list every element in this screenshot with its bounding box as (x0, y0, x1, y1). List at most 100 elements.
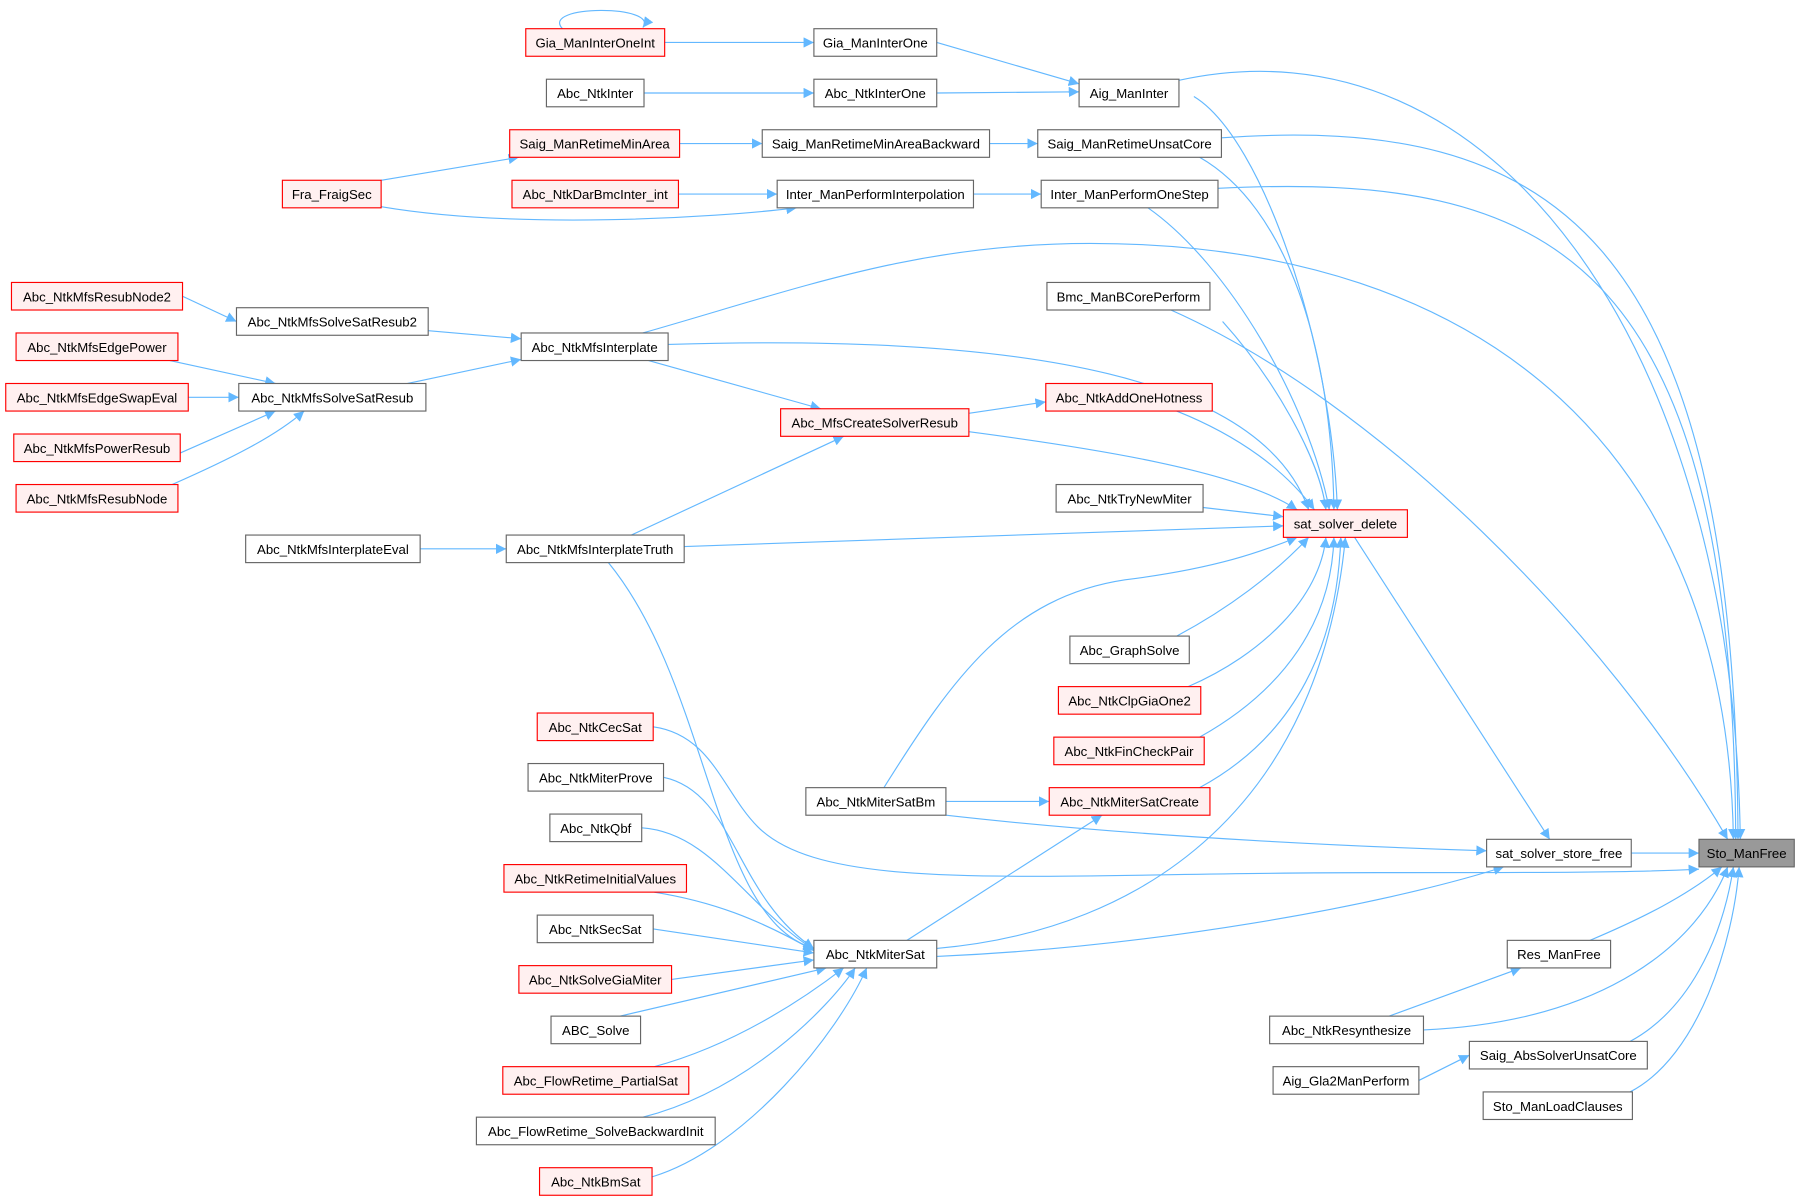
edge-clp-to-ssd (1187, 537, 1331, 688)
node-label: Saig_ManRetimeMinArea (520, 137, 671, 152)
node-box (780, 408, 970, 437)
node-sat-solver-delete[interactable]: sat_solver_delete (1282, 509, 1408, 538)
node-aig-maninter[interactable]: Aig_ManInter (1078, 78, 1180, 108)
node-box (1506, 939, 1612, 969)
node-label: ABC_Solve (562, 1023, 629, 1038)
edge-truth-to-createsolver (631, 435, 844, 536)
node-bmc-manbcoreperform[interactable]: Bmc_ManBCorePerform (1046, 281, 1211, 311)
node-box (505, 534, 685, 564)
node-saig-manretimeunsatcore[interactable]: Saig_ManRetimeUnsatCore (1037, 129, 1223, 158)
edge-mitersat-to-satcreate (906, 814, 1103, 941)
edge-truth-to-mitersat (607, 562, 815, 951)
edge-res-to-sto (1589, 866, 1723, 941)
node-box (805, 787, 947, 816)
node-res-manfree[interactable]: Res_ManFree (1506, 939, 1612, 969)
edge-load-to-sto (1629, 866, 1744, 1093)
node-abc-ntkretimeinitialvalues[interactable]: Abc_NtkRetimeInitialValues (503, 864, 688, 893)
node-abc-ntkmfssolvesatresub[interactable]: Abc_NtkMfsSolveSatResub (238, 382, 427, 412)
node-label: Abc_FlowRetime_PartialSat (514, 1074, 679, 1089)
edge-gla-to-saigabs (1418, 1054, 1470, 1081)
node-abc-ntkmfsedgepower[interactable]: Abc_NtkMfsEdgePower (15, 332, 179, 362)
node-abc-ntksolvegiamiter[interactable]: Abc_NtkSolveGiaMiter (518, 965, 673, 994)
node-abc-ntkmfsinterplatetruth[interactable]: Abc_NtkMfsInterplateTruth (505, 534, 685, 564)
edge-resyn-to-sto (1423, 866, 1729, 1031)
edge-interone-to-aiginter (936, 86, 1080, 98)
node-box (245, 534, 421, 564)
node-abc-ntkmfspowerresub[interactable]: Abc_NtkMfsPowerResub (13, 433, 181, 463)
node-abc-ntkaddonehotness[interactable]: Abc_NtkAddOneHotness (1045, 382, 1213, 412)
node-abc-ntktrynewmiter[interactable]: Abc_NtkTryNewMiter (1055, 483, 1204, 513)
node-box (518, 965, 673, 994)
node-abc-flowretime-partialsat[interactable]: Abc_FlowRetime_PartialSat (502, 1066, 690, 1095)
node-abc-ntksecsat[interactable]: Abc_NtkSecSat (536, 914, 654, 944)
node-abc-ntkfincheckpair[interactable]: Abc_NtkFinCheckPair (1053, 736, 1205, 766)
node-label: Abc_NtkMiterSat (826, 947, 925, 962)
node-inter-manperformonestep[interactable]: Inter_ManPerformOneStep (1040, 179, 1219, 209)
node-abc-ntkmfssolvesatresub2[interactable]: Abc_NtkMfsSolveSatResub2 (235, 307, 429, 336)
node-abc-ntkmfsresubnode2[interactable]: Abc_NtkMfsResubNode2 (10, 281, 184, 311)
node-label: Abc_NtkMfsResubNode2 (23, 289, 171, 304)
node-abc-ntkinterone[interactable]: Abc_NtkInterOne (813, 78, 938, 108)
node-label: Abc_NtkMfsEdgePower (27, 340, 167, 355)
node-label: Aig_Gla2ManPerform (1283, 1074, 1410, 1089)
edge-fraig-to-interp (381, 203, 797, 221)
node-abc-ntkdarbmcinter-int[interactable]: Abc_NtkDarBmcInter_int (511, 179, 680, 209)
node-abc-flowretime-solvebackwardinit[interactable]: Abc_FlowRetime_SolveBackwardInit (475, 1116, 716, 1146)
edge-bmc-to-sto (1170, 309, 1729, 840)
node-sat-solver-store-free[interactable]: sat_solver_store_free (1486, 838, 1632, 868)
edge-fraig-to-minarea (381, 153, 519, 181)
node-saig-manretimeminareabackward[interactable]: Saig_ManRetimeMinAreaBackward (761, 129, 991, 158)
node-abc-ntkmitersat[interactable]: Abc_NtkMiterSat (813, 939, 938, 969)
node-box (511, 179, 680, 209)
node-abc-ntkmfsedgeswapeval[interactable]: Abc_NtkMfsEdgeSwapEval (5, 382, 189, 412)
node-abc-mfscreatesolverresub[interactable]: Abc_MfsCreateSolverResub (780, 408, 970, 437)
node-abc-ntkmfsresubnode[interactable]: Abc_NtkMfsResubNode (15, 483, 179, 513)
node-abc-ntkmfsinterplate[interactable]: Abc_NtkMfsInterplate (520, 332, 669, 362)
node-abc-ntkqbf[interactable]: Abc_NtkQbf (549, 813, 643, 843)
node-sto-manfree[interactable]: Sto_ManFree (1698, 838, 1795, 868)
edge-resyn-to-res (1388, 966, 1522, 1017)
node-abc-ntkmiterprove[interactable]: Abc_NtkMiterProve (527, 762, 665, 792)
node-abc-ntkclpgiaone2[interactable]: Abc_NtkClpGiaOne2 (1057, 686, 1202, 715)
node-abc-graphsolve[interactable]: Abc_GraphSolve (1069, 635, 1190, 665)
node-label: Abc_NtkDarBmcInter_int (523, 187, 668, 202)
node-abc-ntkresynthesize[interactable]: Abc_NtkResynthesize (1269, 1015, 1425, 1045)
node-gia-maninteroneint[interactable]: Gia_ManInterOneInt (525, 28, 666, 57)
edge-edgepower-to-resub (169, 359, 276, 387)
edge-mitersat-to-ssf (936, 865, 1505, 958)
node-box (1482, 1091, 1633, 1121)
node-gia-maninterone[interactable]: Gia_ManInterOne (813, 28, 938, 57)
edge-resub2-to-mfsinterp (428, 330, 522, 343)
node-label: Abc_NtkBmSat (551, 1175, 641, 1190)
node-abc-ntkmitersatcreate[interactable]: Abc_NtkMiterSatCreate (1048, 787, 1211, 816)
edge-bmc-to-ssd (1222, 321, 1330, 510)
node-label: Abc_NtkRetimeInitialValues (514, 871, 676, 886)
node-label: Abc_NtkCecSat (549, 720, 642, 735)
node-saig-abssolverunsatcore[interactable]: Saig_AbsSolverUnsatCore (1468, 1040, 1648, 1070)
node-sto-manloadclauses[interactable]: Sto_ManLoadClauses (1482, 1091, 1633, 1121)
node-abc-ntkbmsat[interactable]: Abc_NtkBmSat (538, 1167, 653, 1196)
edge-satbm-to-ssd (883, 536, 1298, 788)
node-inter-manperforminterpolation[interactable]: Inter_ManPerformInterpolation (776, 179, 975, 209)
edge-secsat-to-mitersat (653, 928, 814, 957)
node-fra-fraigsec[interactable]: Fra_FraigSec (281, 179, 382, 209)
node-box (1040, 179, 1219, 209)
node-abc-solve[interactable]: ABC_Solve (550, 1015, 642, 1045)
node-box (1045, 382, 1213, 412)
node-box (238, 382, 427, 412)
node-box (1078, 78, 1180, 108)
node-label: Abc_NtkMfsPowerResub (24, 441, 171, 456)
node-label: Inter_ManPerformOneStep (1050, 187, 1208, 202)
node-label: Abc_NtkMfsSolveSatResub (251, 390, 413, 405)
node-aig-gla2manperform[interactable]: Aig_Gla2ManPerform (1272, 1066, 1420, 1095)
edge-backward-to-mitersat (642, 967, 856, 1118)
node-abc-ntkcecsat[interactable]: Abc_NtkCecSat (536, 712, 654, 742)
node-abc-ntkmfsinterplateeval[interactable]: Abc_NtkMfsInterplateEval (245, 534, 421, 564)
node-abc-ntkinter[interactable]: Abc_NtkInter (545, 78, 645, 108)
node-label: Abc_NtkInterOne (825, 86, 926, 101)
node-abc-ntkmitersatbm[interactable]: Abc_NtkMiterSatBm (805, 787, 947, 816)
edges-layer (160, 9, 1746, 1178)
node-saig-manretimeminarea[interactable]: Saig_ManRetimeMinArea (509, 129, 681, 158)
edge-aiginter-to-sto (1178, 70, 1746, 840)
node-box (527, 762, 665, 792)
